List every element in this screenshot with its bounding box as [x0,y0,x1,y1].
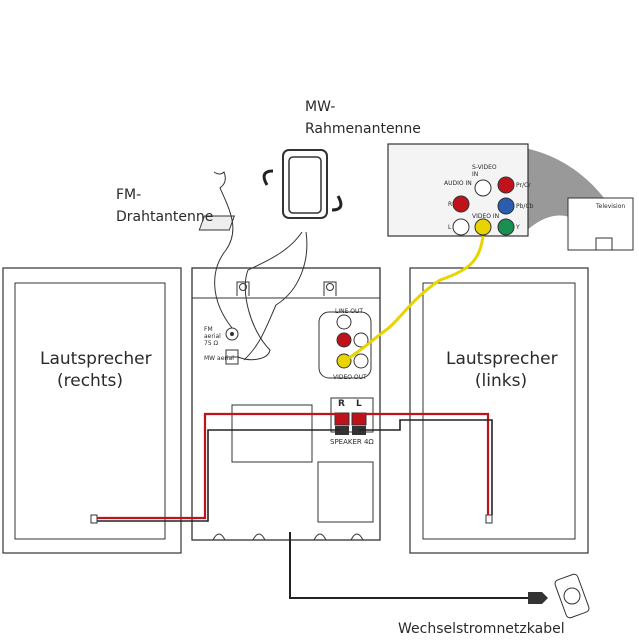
fm-antenna-label: FM- Drahtantenne [116,187,214,225]
fm-wire-antenna [213,171,234,329]
power-cable [289,532,590,619]
tv-l-text: L [448,224,452,231]
speaker-right-label: Lautsprecher (rechts) [40,349,152,391]
tv-y-text: Y [516,224,520,231]
speaker-wires [97,412,493,522]
speaker-right [2,267,182,554]
speaker-r-text: R [338,399,345,409]
tv-label-text: Television [596,203,626,210]
line-out-text: LINE OUT [335,308,364,315]
video-cable [343,235,485,363]
speaker-l-text: L [356,399,362,409]
main-unit-back [191,267,381,541]
speaker-4ohm-text: SPEAKER 4Ω [330,438,374,446]
video-out-text: VIDEO OUT [333,374,367,381]
mw-loop-antenna [198,149,343,361]
tv-video-in-text: VIDEO IN [472,213,500,220]
tv-r-text: R [448,201,453,208]
speaker-left [409,267,589,554]
tv-s-video-text: S-VIDEO IN [472,164,497,178]
tv-audio-in-text: AUDIO IN [444,180,472,187]
fm-aerial-text: FM aerial 75 Ω [204,326,221,347]
power-cable-label: Wechselstromnetzkabel [398,621,565,637]
tv-prcr-text: Pr/Cr [516,182,531,189]
tv-panel [387,143,634,251]
mw-antenna-label: MW- Rahmenantenne [305,99,421,137]
speaker-left-terminal [485,514,493,524]
speaker-right-terminal [90,514,98,524]
tv-pbcb-text: Pb/Cb [516,203,534,210]
mw-aerial-text: MW aerial [204,355,234,362]
speaker-left-label: Lautsprecher (links) [446,349,558,391]
